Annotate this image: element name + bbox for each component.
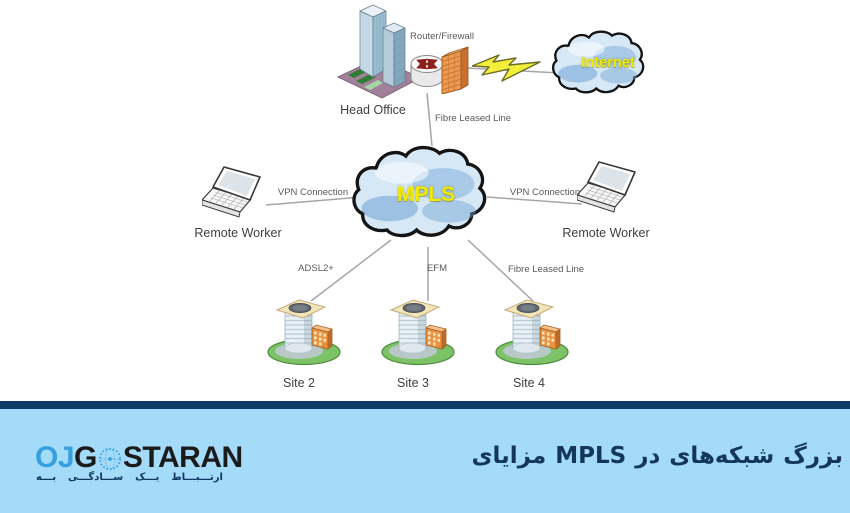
site3-building-icon [381, 299, 455, 366]
fibre-leased-line-bottom-label: Fibre Leased Line [507, 264, 585, 275]
router-firewall-label: Router/Firewall [410, 31, 474, 42]
globe-icon [98, 447, 122, 471]
connector-lines [265, 67, 583, 302]
laptop-right-icon [577, 161, 636, 213]
adsl2-label: ADSL2+ [298, 263, 334, 274]
remote-worker-right-label: Remote Worker [562, 226, 650, 240]
title-word: شبکه‌های [669, 443, 775, 469]
tagline-word: ســـادگـــی [68, 472, 124, 483]
title-word: مزایای [471, 443, 547, 469]
brand-logo-staran: STARAN [122, 441, 243, 474]
efm-label: EFM [426, 263, 448, 274]
internet-label: Internet [581, 55, 635, 71]
firewall-icon [441, 46, 469, 94]
vpn-connection-left-label: VPN Connection [277, 187, 349, 198]
brand-tagline: بـــه ســـادگـــی یـــک ارتـــبـــاط [36, 472, 223, 483]
tagline-word: یـــک [135, 472, 160, 483]
fibre-leased-line-top-label: Fibre Leased Line [435, 113, 512, 124]
site4-building-icon [495, 299, 569, 366]
head-office-label: Head Office [340, 103, 406, 117]
title-word: در [635, 443, 661, 469]
mpls-label: MPLS [396, 183, 456, 206]
remote-worker-left-label: Remote Worker [194, 226, 282, 240]
title-word: بزرگ [783, 443, 843, 469]
head-office-building-icon [336, 4, 422, 99]
tagline-word: ارتـــبـــاط [171, 472, 223, 483]
site4-label: Site 4 [513, 376, 545, 390]
internet-cloud-icon [551, 30, 645, 94]
site2-building-icon [267, 299, 341, 366]
footer-background [0, 409, 850, 513]
footer-divider-bar [0, 401, 850, 409]
lightning-bolt-icon [472, 54, 541, 82]
tagline-word: بـــه [36, 472, 57, 483]
brand-logo-g: G [74, 441, 97, 474]
laptop-left-icon [202, 166, 261, 218]
brand-logo-oj: OJ [35, 441, 75, 474]
vpn-connection-right-label: VPN Connection [509, 187, 581, 198]
title-word: MPLS [555, 443, 627, 469]
site2-label: Site 2 [283, 376, 315, 390]
poster-title: مزایای MPLS در شبکه‌های بزرگ [471, 443, 843, 469]
site3-label: Site 3 [397, 376, 429, 390]
mpls-cloud-icon [352, 145, 487, 238]
